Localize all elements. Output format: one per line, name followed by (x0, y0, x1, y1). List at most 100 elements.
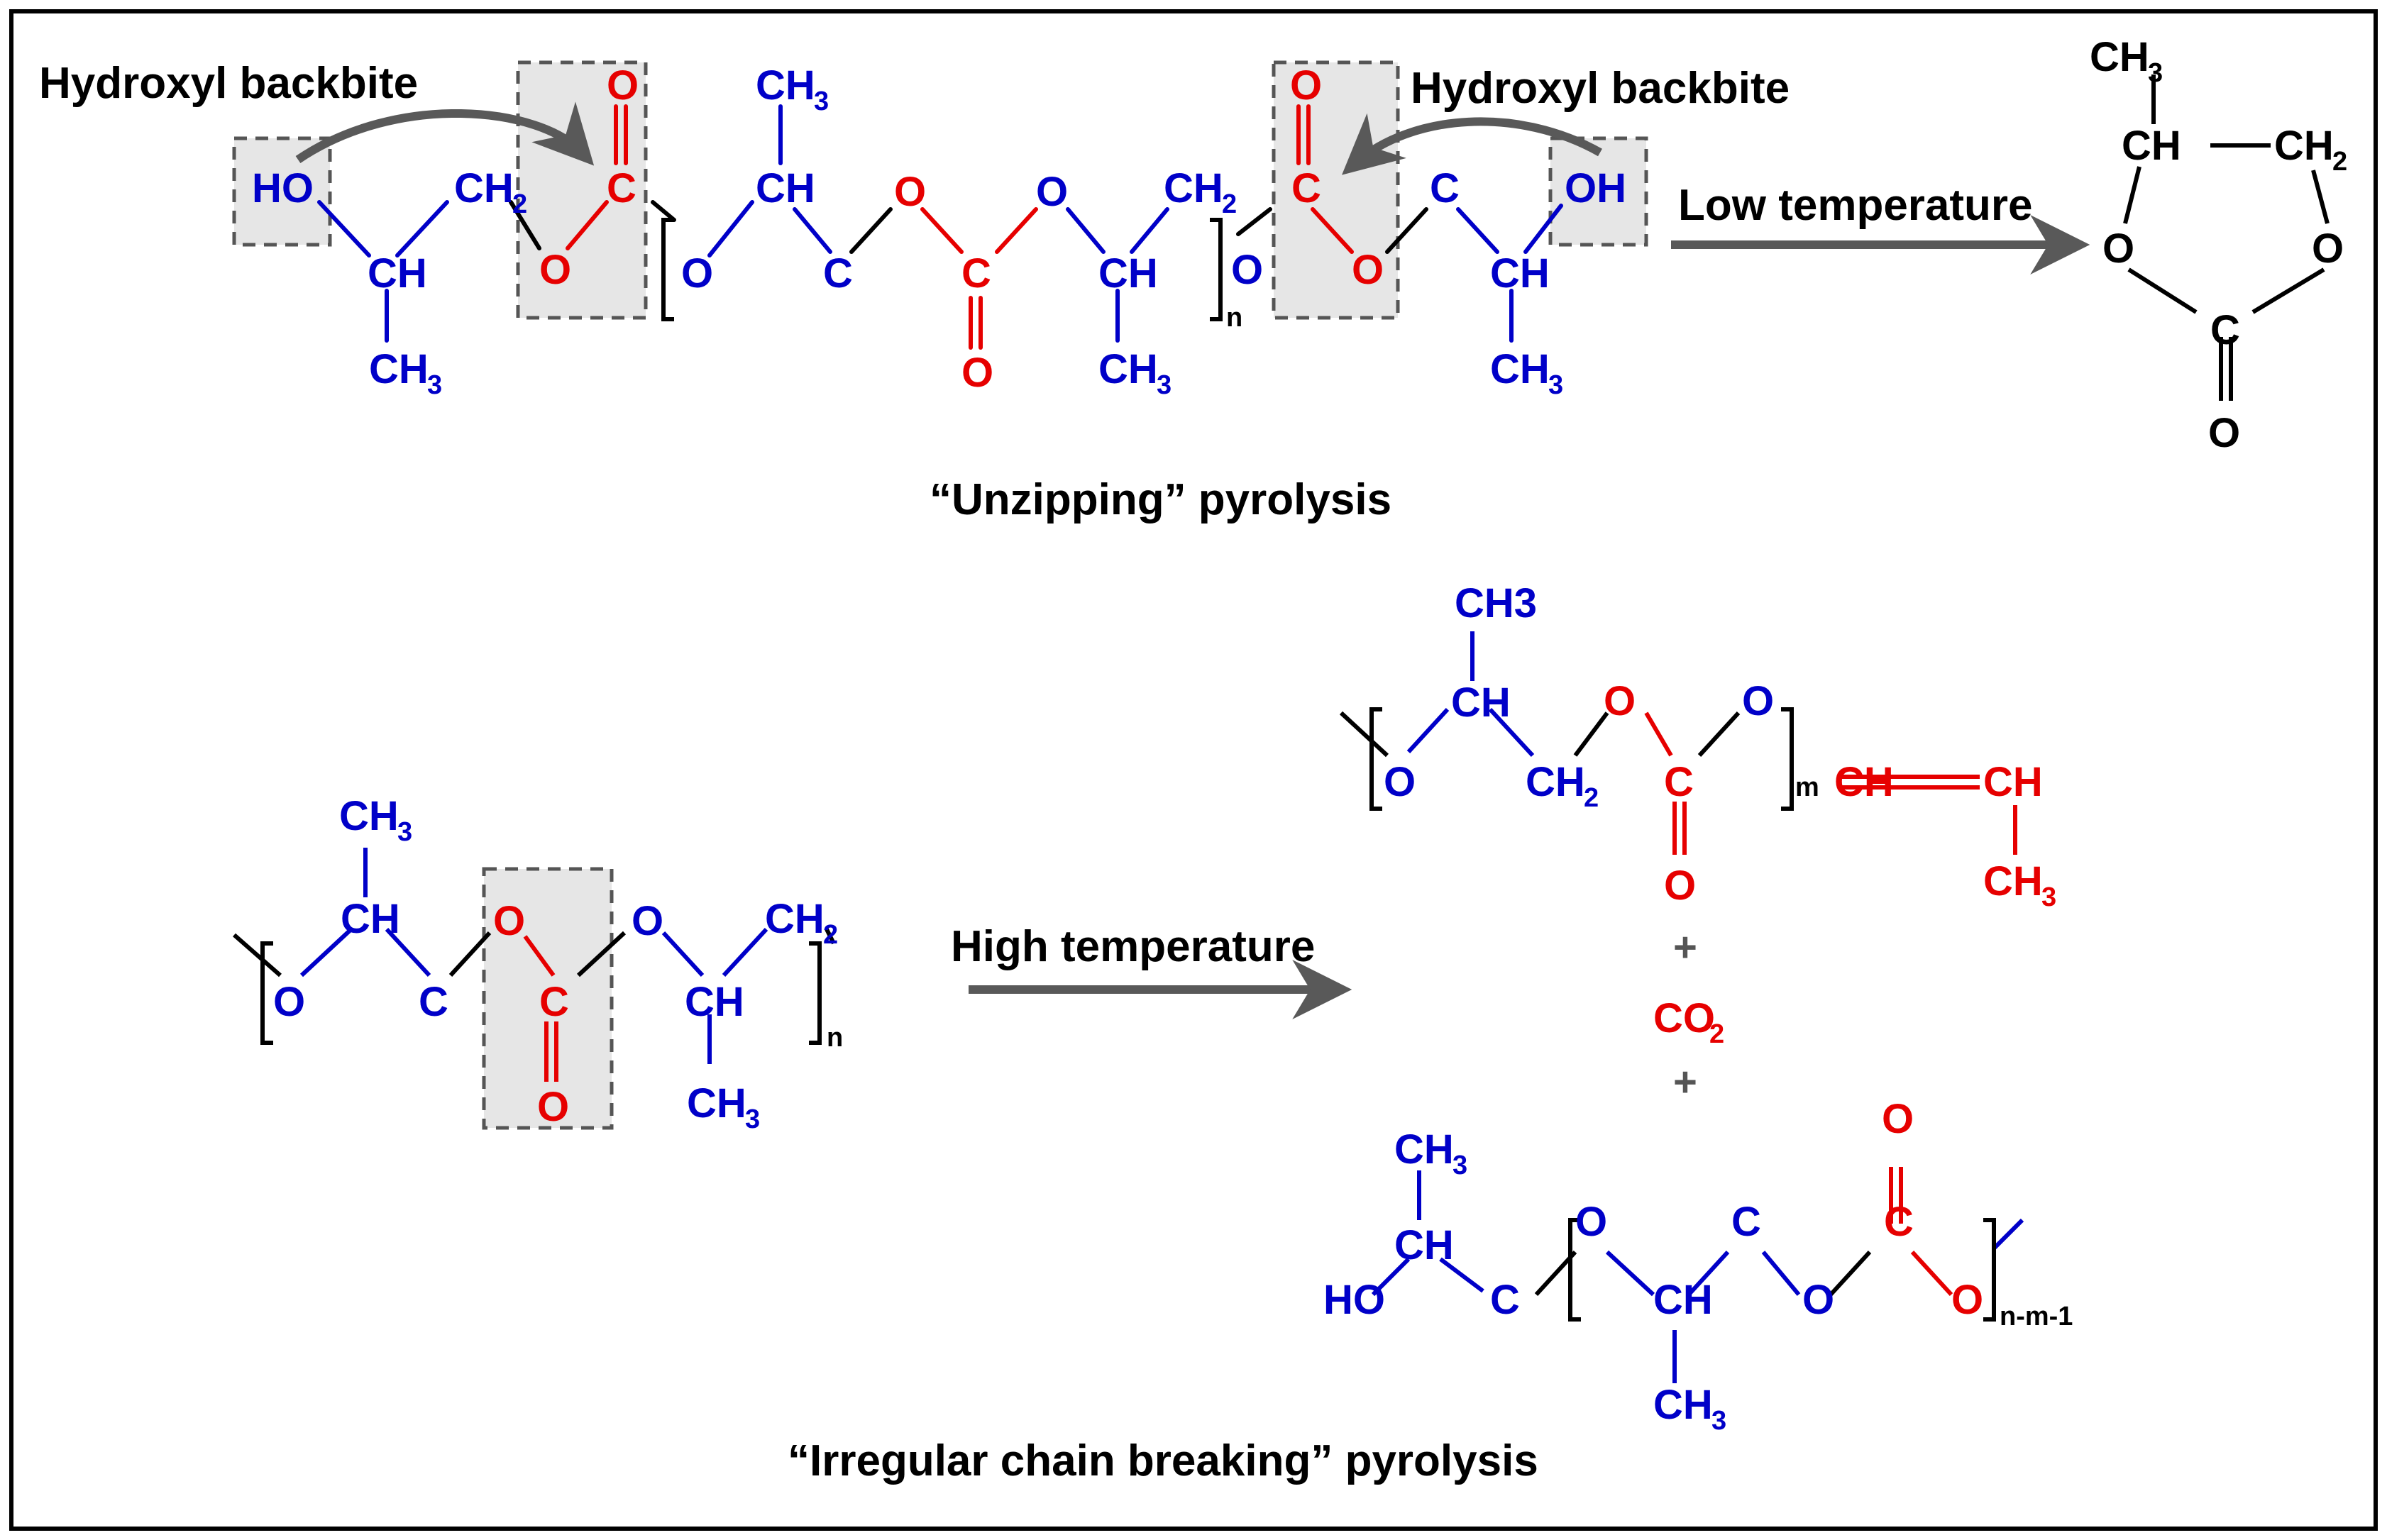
product-hydroxyl-atoms: CH 3 CH HO C O CH CH 3 C O C O O n-m-1 (1323, 1096, 2073, 1436)
p2-sub-3-2: 3 (1711, 1406, 1726, 1436)
reactant-atom-o-1: O (273, 979, 305, 1025)
top-chain-bonds (317, 104, 1563, 350)
cyclic-atom-ch3: CH (2090, 34, 2149, 80)
plus-sign-1: + (1673, 924, 1697, 970)
p2-atom-c: C (1490, 1277, 1520, 1323)
product-propenyl-atoms: CH3 CH O CH 2 O C O O m CH CH CH 3 (1384, 580, 2056, 912)
reactant-atom-ch-2: CH (685, 979, 744, 1025)
p1-sub-3: 3 (2041, 882, 2056, 912)
subscript-m: m (1795, 772, 1819, 802)
reactant-sub-3-1: 3 (397, 817, 412, 847)
atom-c-3: C (961, 250, 991, 297)
p1-atom-ch: CH (1451, 680, 1511, 726)
cyclic-sub-3: 3 (2148, 58, 2163, 88)
label-low-temperature: Low temperature (1678, 181, 2033, 230)
product-hydroxyl-bonds (1371, 1167, 2024, 1383)
highlight-box-carbonate-bottom (482, 867, 614, 1130)
p2-atom-o-3: O (1951, 1277, 1983, 1323)
reactant-atom-ch3: CH (339, 793, 399, 839)
sub-3-1: 3 (427, 370, 442, 400)
sub-3-2: 3 (814, 87, 829, 116)
top-chain-atoms: HO CH CH 3 CH 2 O C O O CH CH 3 C O C O … (252, 62, 1626, 400)
sub-3-3: 3 (1157, 370, 1172, 400)
p1-atom-c: C (1664, 759, 1694, 805)
cyclic-carbonate-product: CH 3 CH CH 2 O O C O (2090, 34, 2347, 456)
atom-c-4: C (1291, 165, 1321, 211)
bracket-right-top (1210, 218, 1223, 321)
atom-ch2-2: CH (1164, 165, 1223, 211)
p2-atom-ch3: CH (1394, 1126, 1454, 1173)
plus-sign-2: + (1673, 1059, 1697, 1105)
cyclic-atom-ch: CH (2122, 123, 2181, 169)
outer-frame (9, 9, 2378, 1531)
bottom-reactant-atoms: CH 3 CH O C O C O O CH 2 CH CH 3 n (273, 793, 843, 1134)
p2-atom-o-2: O (1802, 1277, 1834, 1323)
atom-ch3-4: CH (1490, 346, 1550, 392)
label-irregular-pyrolysis: “Irregular chain breaking” pyrolysis (788, 1436, 1538, 1485)
atom-ch2-1: CH (454, 165, 514, 211)
reactant-sub-3-2: 3 (745, 1104, 760, 1134)
label-unzipping-pyrolysis: “Unzipping” pyrolysis (930, 475, 1391, 524)
cyclic-sub-2: 2 (2332, 147, 2347, 177)
p1-atom-o-1: O (1384, 759, 1416, 805)
p1-atom-ch-ene-1: CH (1834, 759, 1894, 805)
reactant-atom-o-carbonyl: O (537, 1084, 569, 1130)
atom-ch-1: CH (368, 250, 427, 297)
label-high-temperature: High temperature (951, 922, 1315, 971)
bracket-right-bottom (809, 941, 822, 1045)
atom-c-1: C (607, 165, 636, 211)
atom-oh: OH (1565, 165, 1626, 211)
bracket-right-product1 (1781, 707, 1794, 811)
reactant-atom-o-3: O (632, 898, 663, 944)
subscript-n-m-1: n-m-1 (2000, 1302, 2073, 1331)
p2-atom-o-carbonyl: O (1882, 1096, 1914, 1142)
atom-o-6: O (1036, 169, 1068, 215)
atom-ch-3: CH (1098, 250, 1158, 297)
bracket-left-product2 (1568, 1218, 1581, 1322)
p2-atom-ch: CH (1394, 1222, 1454, 1268)
atom-ho: HO (252, 165, 314, 211)
p2-atom-ho: HO (1323, 1277, 1385, 1323)
cyclic-atom-o-left: O (2102, 226, 2134, 272)
atom-o-7: O (1231, 247, 1263, 293)
reactant-atom-ch2: CH (765, 896, 825, 942)
reactant-atom-ch3-2: CH (687, 1080, 746, 1126)
p1-atom-ch3: CH3 (1455, 580, 1537, 626)
p1-atom-ch3-end: CH (1983, 858, 2043, 904)
atom-ch3-3: CH (1098, 346, 1158, 392)
label-backbite-left: Hydroxyl backbite (39, 59, 418, 108)
p1-atom-o-2: O (1604, 678, 1636, 724)
p2-atom-ch-2: CH (1653, 1277, 1713, 1323)
atom-o-3: O (681, 250, 713, 297)
p1-atom-o-carbonyl: O (1664, 863, 1696, 909)
cyclic-atom-o-right: O (2312, 226, 2344, 272)
p2-atom-c-carbonyl: C (1884, 1199, 1914, 1245)
sub-3-4: 3 (1548, 370, 1563, 400)
atom-o-5: O (961, 350, 993, 396)
cyclic-atom-o-carbonyl: O (2208, 410, 2240, 456)
bracket-left-product1 (1369, 707, 1382, 811)
reactant-atom-o-2: O (493, 898, 525, 944)
bracket-right-product2 (1983, 1218, 1996, 1322)
highlight-box-carbonate-right (1272, 60, 1400, 320)
bracket-left-top (661, 218, 674, 321)
co2-text: CO (1653, 995, 1715, 1041)
p1-atom-ch2: CH (1526, 759, 1585, 805)
atom-o-9: O (1352, 247, 1384, 293)
atom-ch-4: CH (1490, 250, 1550, 297)
sub-2-2: 2 (1222, 189, 1237, 219)
subscript-n-bottom: n (827, 1023, 843, 1053)
backbite-arrow-right (1342, 113, 1602, 175)
atom-o-1: O (539, 247, 571, 293)
highlight-box-ho (232, 136, 332, 247)
sub-2-1: 2 (512, 189, 527, 219)
atom-o-8: O (1290, 62, 1322, 109)
atom-ch-2: CH (756, 165, 815, 211)
atom-o-4: O (894, 169, 926, 215)
co2-sub-2: 2 (1709, 1019, 1724, 1049)
bottom-reactant-bonds (233, 848, 836, 1082)
p2-atom-c-2: C (1731, 1199, 1761, 1245)
highlight-box-oh (1548, 136, 1648, 247)
label-backbite-right: Hydroxyl backbite (1411, 64, 1790, 113)
reactant-sub-2: 2 (823, 920, 838, 950)
